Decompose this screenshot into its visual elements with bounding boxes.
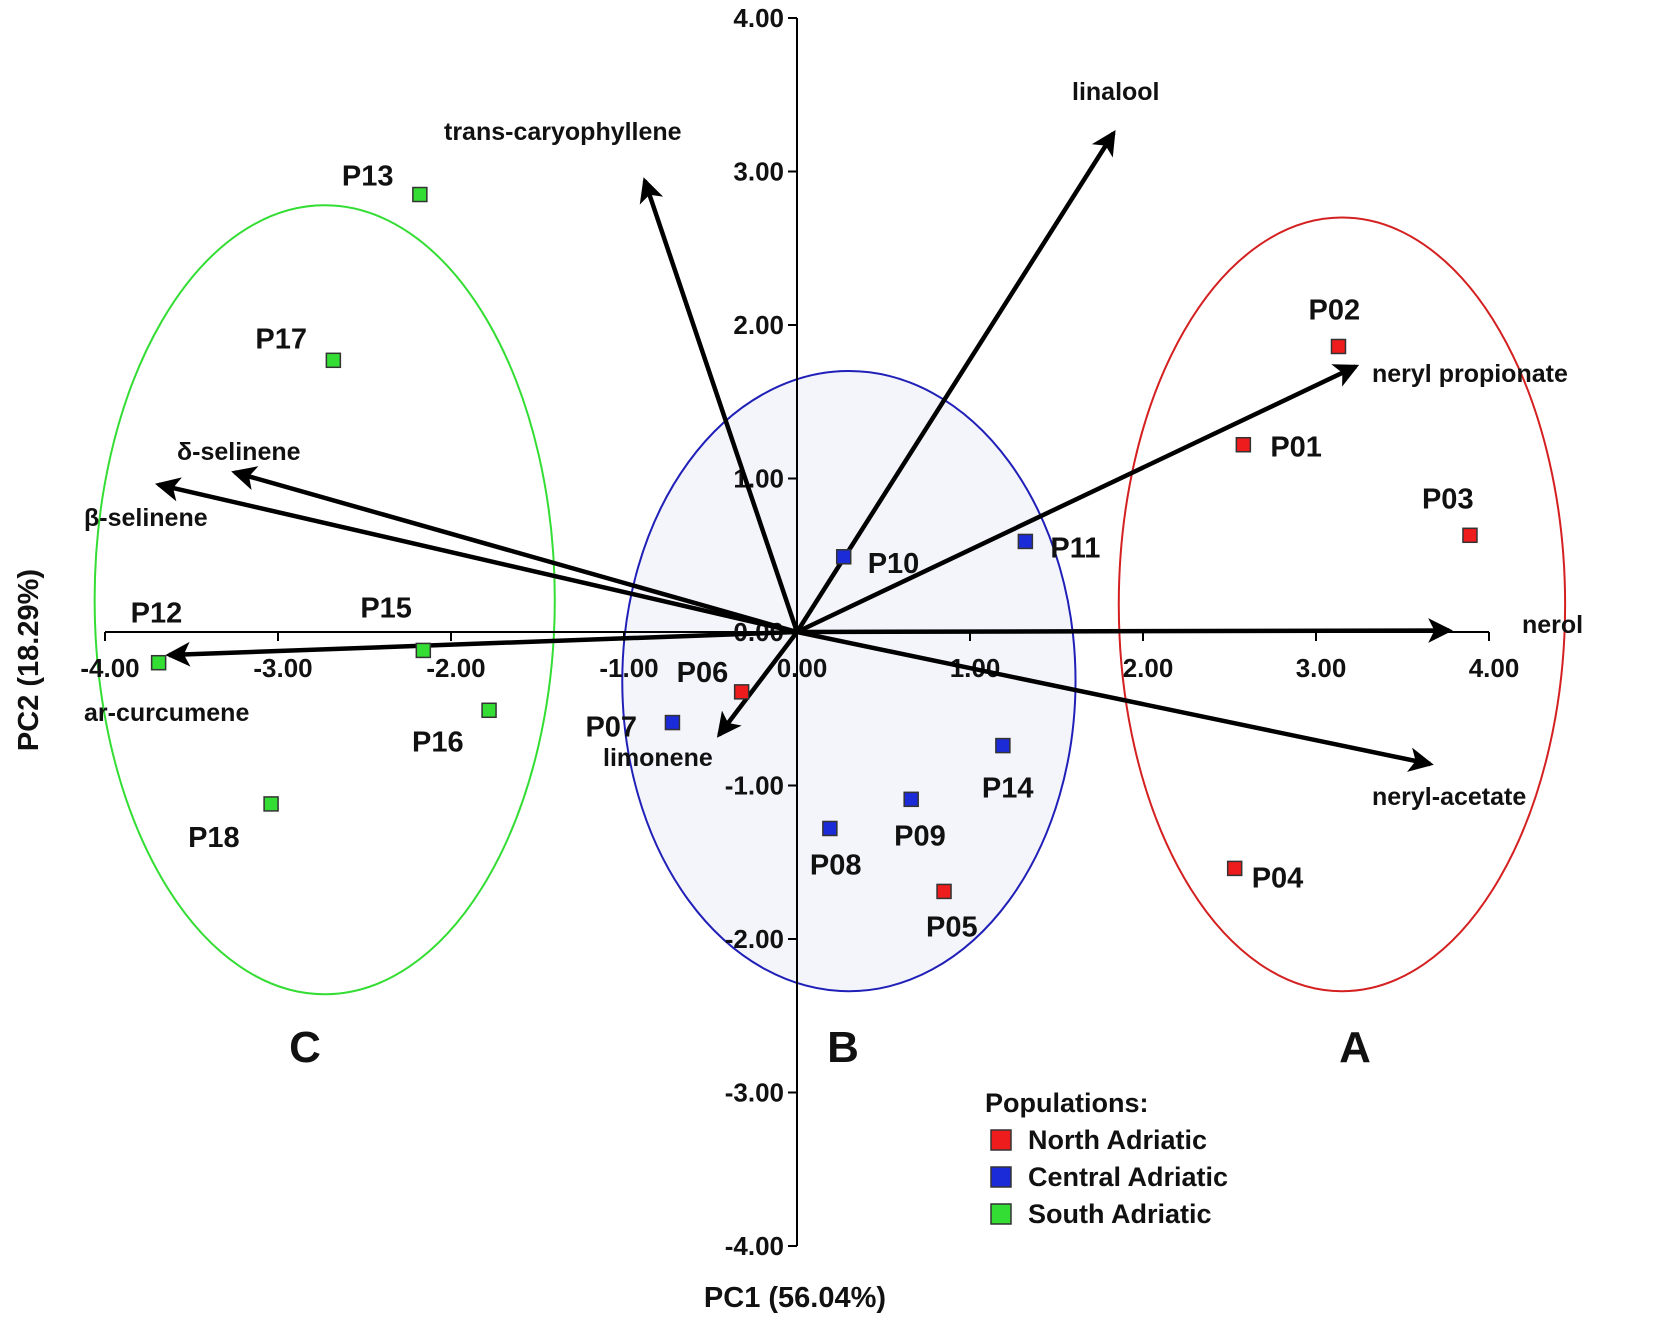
point-P12 <box>150 654 167 671</box>
axes: -4.00-3.00-2.00-1.000.001.002.003.004.00… <box>80 3 1519 1261</box>
x-tick-label: 2.00 <box>1123 653 1174 683</box>
point-P14 <box>995 737 1011 754</box>
point-label: P17 <box>255 323 307 355</box>
point-label: P01 <box>1270 432 1322 464</box>
vector-linalool <box>795 129 1116 634</box>
vector-ar-curcumene <box>165 629 798 667</box>
legend-entry: North Adriatic <box>1028 1125 1207 1155</box>
vector-nerol <box>796 618 1453 643</box>
vector-label: linalool <box>1072 78 1160 106</box>
legend-swatch <box>990 1203 1012 1225</box>
point-label: P04 <box>1252 862 1304 894</box>
vector-label: β-selinene <box>84 504 208 532</box>
legend-title: Populations: <box>985 1088 1149 1118</box>
vector-label: neryl-acetate <box>1372 783 1526 811</box>
vector-δ-selinene <box>231 466 798 635</box>
y-tick-label: -2.00 <box>725 924 784 954</box>
legend-entry: Central Adriatic <box>1028 1162 1228 1192</box>
vector-label: δ-selinene <box>177 438 301 466</box>
point-P06 <box>733 684 750 700</box>
point-P09 <box>903 791 919 808</box>
y-tick-label: -3.00 <box>725 1078 784 1108</box>
point-label: P02 <box>1308 294 1360 326</box>
point-label: P10 <box>868 548 920 580</box>
point-label: P11 <box>1050 532 1100 564</box>
x-tick-label: -4.00 <box>80 653 139 683</box>
point-label: P12 <box>131 598 183 630</box>
y-tick-label: -1.00 <box>725 771 784 801</box>
point-P10 <box>835 549 852 565</box>
point-P01 <box>1235 436 1252 453</box>
vector-label: trans-caryophyllene <box>444 118 682 146</box>
ellipse-B <box>621 370 1077 993</box>
point-P07 <box>664 714 681 731</box>
x-tick-label: 0.00 <box>777 653 828 683</box>
point-P02 <box>1330 338 1347 355</box>
vector-label: neryl propionate <box>1372 360 1568 388</box>
ellipse-C <box>93 204 556 996</box>
point-label: P05 <box>926 911 978 943</box>
point-label: P08 <box>810 849 862 881</box>
vector-label: limonene <box>603 744 713 772</box>
x-tick-label: 3.00 <box>1296 653 1347 683</box>
point-P11 <box>1017 533 1034 550</box>
legend-swatch <box>990 1166 1012 1188</box>
point-P03 <box>1462 527 1478 544</box>
point-label: P16 <box>412 726 464 758</box>
vector-neryl propionate <box>796 364 1360 635</box>
point-P13 <box>412 186 428 203</box>
y-tick-label: -4.00 <box>725 1231 784 1261</box>
point-label: P09 <box>894 820 946 852</box>
vector-neryl-acetate <box>796 629 1434 772</box>
point-label: P18 <box>188 822 240 854</box>
point-label: P14 <box>982 773 1034 805</box>
group-label-C: C <box>289 1023 321 1072</box>
point-P08 <box>822 820 838 837</box>
point-P17 <box>325 352 342 369</box>
point-label: P06 <box>677 657 729 689</box>
vector-limonene <box>716 630 799 738</box>
legend-entry: South Adriatic <box>1028 1199 1212 1229</box>
y-tick-label: 4.00 <box>733 3 784 33</box>
point-P15 <box>415 642 432 659</box>
y-tick-label: 3.00 <box>733 157 784 187</box>
x-tick-label: -1.00 <box>599 653 658 683</box>
point-P04 <box>1226 860 1243 877</box>
point-label: P13 <box>342 161 394 193</box>
point-P18 <box>263 796 279 812</box>
group-label-B: B <box>827 1023 859 1072</box>
group-ellipses: A B C <box>93 204 1567 1072</box>
ellipse-A <box>1117 216 1567 993</box>
x-tick-label: -2.00 <box>426 653 485 683</box>
x-axis-title: PC1 (56.04%) <box>704 1282 886 1314</box>
loading-vectors: linalool trans-caryophyllene neryl propion… <box>84 78 1583 811</box>
legend-swatch <box>990 1129 1012 1151</box>
point-label: P07 <box>585 712 637 744</box>
x-tick-label: 4.00 <box>1469 653 1520 683</box>
vector-trans-caryophyllene <box>639 177 800 633</box>
point-P05 <box>936 883 952 900</box>
point-label: P15 <box>360 592 412 624</box>
vector-label: nerol <box>1522 611 1583 639</box>
y-axis-title: PC2 (18.29%) <box>13 569 45 751</box>
point-P16 <box>481 702 497 719</box>
group-label-A: A <box>1339 1023 1371 1072</box>
y-tick-label: 2.00 <box>733 310 784 340</box>
point-label: P03 <box>1422 483 1474 515</box>
vector-β-selinene <box>155 477 798 635</box>
vector-label: ar-curcumene <box>84 699 249 727</box>
x-tick-label: -3.00 <box>253 653 312 683</box>
